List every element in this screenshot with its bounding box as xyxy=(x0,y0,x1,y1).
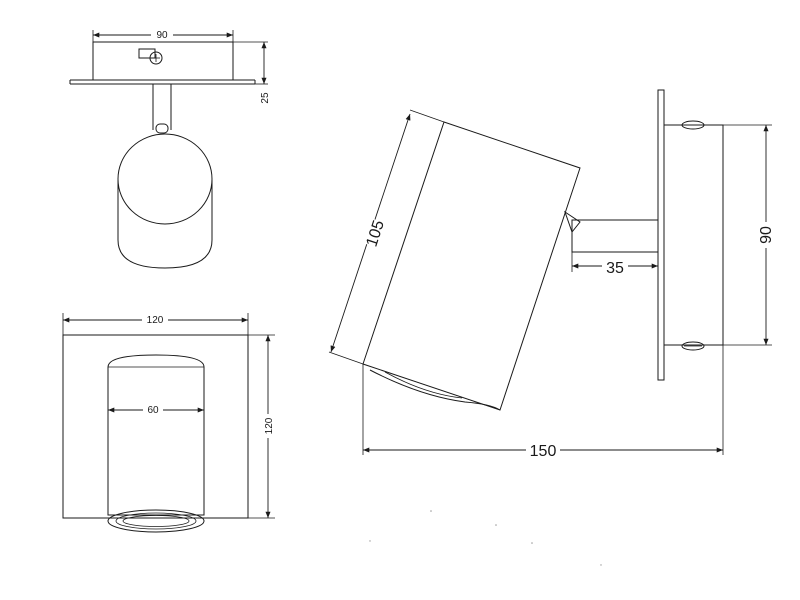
front-view-lens-ring xyxy=(107,509,205,533)
top-view-width-label: 90 xyxy=(156,30,168,41)
side-view-height-label: 90 xyxy=(758,226,775,244)
screw-icon xyxy=(681,341,705,351)
front-view-width-label: 120 xyxy=(147,315,164,326)
front-view-wall-plate xyxy=(62,334,249,519)
front-view: 120 60 120 xyxy=(62,313,275,533)
front-view-cylinder xyxy=(107,354,205,516)
top-view-height-label: 25 xyxy=(260,92,271,104)
front-view-diameter-label: 60 xyxy=(147,405,159,416)
side-view-arm-label: 35 xyxy=(606,260,624,277)
side-view: 105 35 90 150 xyxy=(328,89,775,460)
top-view-backbox xyxy=(92,41,234,81)
top-view-lamp-head xyxy=(117,180,213,269)
screw-icon xyxy=(681,120,705,130)
side-view-backbox xyxy=(663,124,724,346)
front-view-height-label: 120 xyxy=(264,417,275,434)
side-view-arm xyxy=(571,219,659,253)
side-view-wall-plate xyxy=(657,89,665,381)
side-view-total-width-label: 150 xyxy=(530,443,557,460)
top-view: 90 25 xyxy=(69,28,271,269)
screw-icon xyxy=(138,48,163,65)
side-view-lamp-body xyxy=(362,121,581,411)
scan-specks xyxy=(369,510,602,566)
